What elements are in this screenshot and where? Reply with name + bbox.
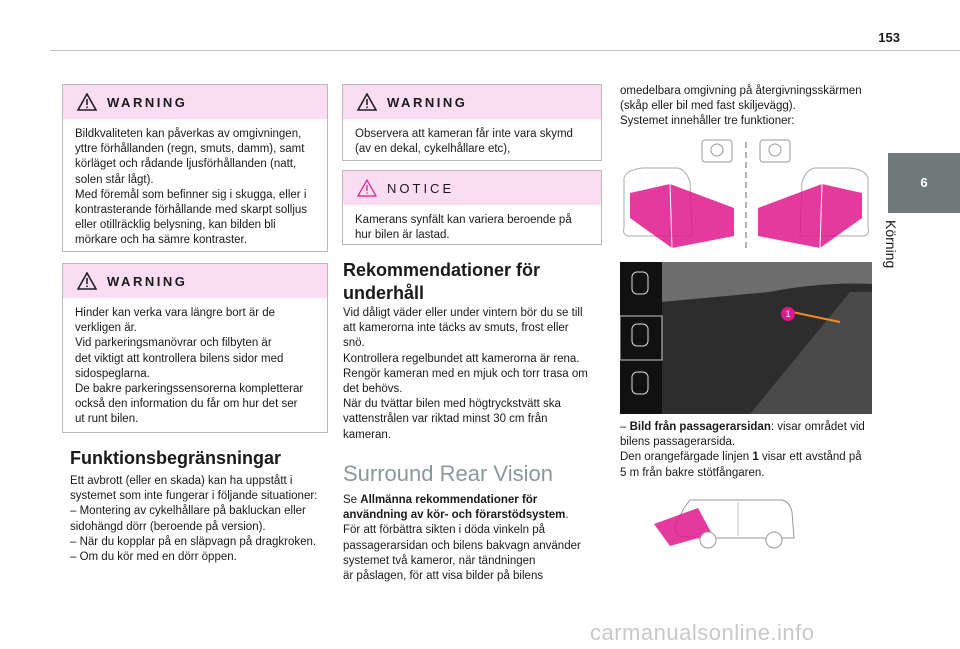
van-side-illustration	[654, 499, 795, 549]
notice-title: NOTICE	[387, 180, 455, 196]
warning-text: Observera att kameran får inte vara skym…	[355, 128, 573, 156]
warning-icon	[357, 93, 377, 111]
warning-header: WARNING	[63, 85, 327, 119]
warning-text: Bildkvaliteten kan påverkas av omgivning…	[75, 128, 308, 247]
paragraph: omedelbara omgivning på återgivningsskär…	[620, 85, 862, 128]
section-title: Surround Rear Vision	[343, 461, 553, 486]
paragraph: – Bild från passagerarsidan: visar områd…	[620, 421, 865, 479]
paragraph: Ett avbrott (eller en skada) kan ha upps…	[70, 475, 318, 564]
warning-box: WARNING Hinder kan verka vara längre bor…	[62, 263, 328, 433]
warning-box: WARNING Bildkvaliteten kan påverkas av o…	[62, 84, 328, 252]
camera-view-panel: 1	[619, 262, 872, 414]
notice-text: Kamerans synfält kan variera beroende på…	[355, 214, 572, 242]
header-rule	[50, 50, 960, 51]
warning-title: WARNING	[107, 94, 188, 110]
warning-title: WARNING	[107, 273, 188, 289]
paragraph: Vid dåligt väder eller under vintern bör…	[343, 307, 588, 441]
warning-header: WARNING	[343, 85, 601, 119]
camera-zones-illustration	[623, 139, 869, 250]
warning-title: WARNING	[387, 94, 468, 110]
chapter-tab[interactable]: 6	[888, 153, 960, 213]
page-number: 153	[878, 30, 900, 45]
paragraph: Se Allmänna rekommendationer för användn…	[343, 494, 581, 583]
warning-box: WARNING Observera att kameran får inte v…	[342, 84, 602, 161]
notice-header: NOTICE	[343, 171, 601, 205]
caution-icon	[357, 179, 377, 197]
section-heading: Funktionsbegränsningar	[70, 448, 282, 468]
notice-box: NOTICE Kamerans synfält kan variera bero…	[342, 170, 602, 245]
chapter-label: Körning	[883, 220, 899, 269]
camera-mode-icon	[631, 271, 649, 395]
warning-icon	[77, 93, 97, 111]
warning-header: WARNING	[63, 264, 327, 298]
warning-icon	[77, 272, 97, 290]
watermark: carmanualsonline.info	[590, 620, 815, 645]
marker-1: 1	[781, 307, 795, 321]
